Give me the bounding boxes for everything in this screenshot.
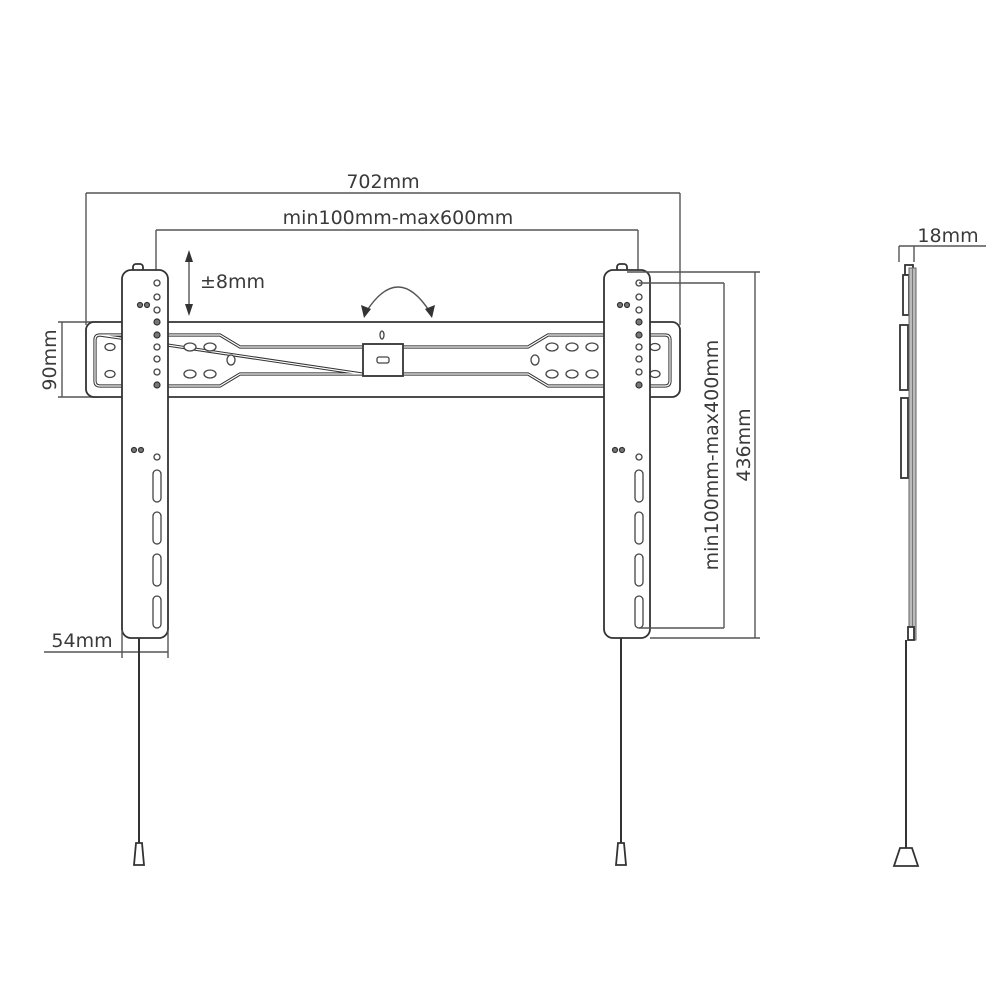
label-overall-width: 702mm: [346, 171, 419, 193]
left-pull-tab: [133, 842, 145, 866]
side-view: 18mm: [892, 225, 986, 867]
arrow-down-icon: [185, 304, 193, 316]
label-vesa-vertical: min100mm-max400mm: [701, 340, 723, 571]
release-pull-cords: [133, 638, 627, 866]
arrow-up-icon: [185, 250, 193, 262]
label-vesa-horizontal: min100mm-max600mm: [283, 207, 514, 229]
label-wall-plate-height: 90mm: [39, 329, 61, 390]
dimension-arm-width: 54mm: [44, 630, 169, 658]
dimension-vesa-horizontal: min100mm-max600mm: [155, 207, 639, 275]
left-vertical-arm: [121, 263, 169, 639]
label-vertical-adjust: ±8mm: [200, 271, 265, 293]
side-pull-tab: [892, 847, 920, 867]
rotation-arrow-icon: [361, 286, 435, 318]
dimension-vertical-adjust: ±8mm: [185, 250, 265, 316]
dimension-overall-width: 702mm: [85, 171, 681, 325]
dimension-wall-plate-height: 90mm: [39, 321, 100, 398]
label-arm-width: 54mm: [51, 630, 112, 652]
label-wall-distance: 18mm: [917, 225, 978, 247]
dimension-vesa-vertical: min100mm-max400mm: [639, 282, 725, 629]
dimension-arm-height: 436mm: [627, 271, 760, 639]
center-bubble-level: [362, 330, 404, 377]
right-vertical-arm: [603, 263, 651, 639]
label-arm-height: 436mm: [733, 408, 755, 481]
right-pull-tab: [615, 842, 627, 866]
